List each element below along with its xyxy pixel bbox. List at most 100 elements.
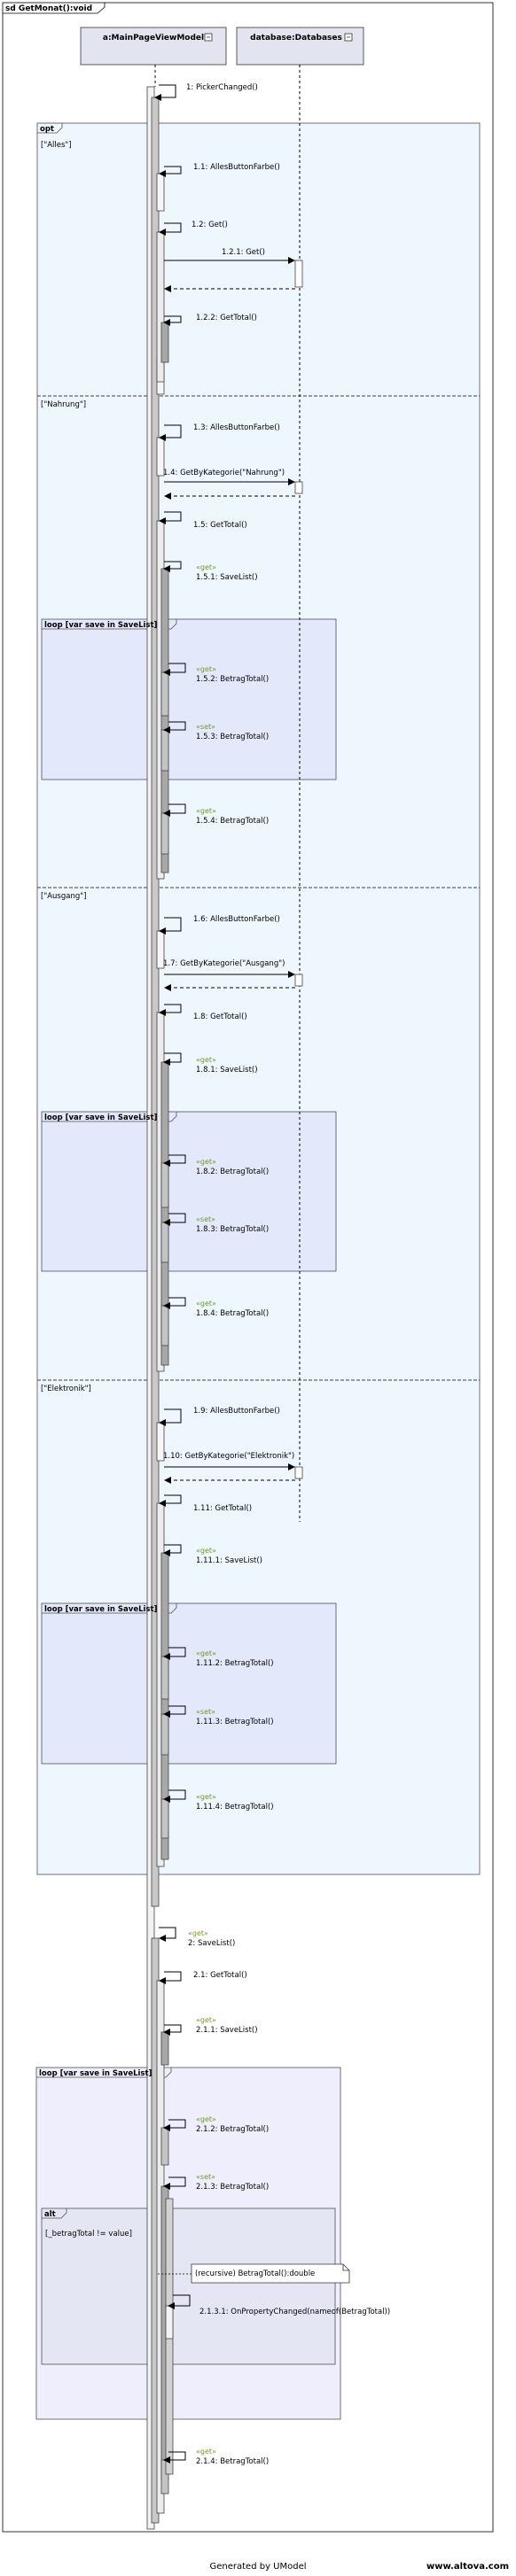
stereotype-get: «get» (196, 1793, 216, 1801)
message-17 (164, 1004, 182, 1013)
message-label: 1.8: GetTotal() (193, 1013, 247, 1021)
message-14-arrowhead (159, 927, 166, 935)
message-19 (168, 1154, 186, 1164)
stereotype-get: «get» (188, 1929, 208, 1937)
stereotype-get: «get» (196, 1056, 216, 1064)
stereotype-get: «get» (196, 563, 216, 571)
stereotype-set: «set» (196, 1708, 215, 1716)
message-13-arrowhead (163, 810, 170, 817)
activation-bar (165, 2305, 174, 2339)
message-25 (164, 1494, 182, 1504)
message-29-arrowhead (163, 1796, 170, 1803)
lifeline-name-mainpageviewmodel: a:MainPageViewModel (103, 34, 204, 43)
message-28 (168, 1705, 186, 1715)
message-33-arrowhead (163, 2124, 170, 2131)
message-18 (164, 1052, 182, 1063)
message-label: 1.10: GetByKategorie("Elektronik") (163, 1452, 294, 1461)
message-label: 1.11.3: BetragTotal() (196, 1718, 274, 1726)
activation-bar (160, 729, 169, 772)
message-22 (164, 1408, 182, 1424)
return-16-arrowhead (164, 984, 171, 991)
message-9 (164, 511, 182, 522)
message-5 (164, 315, 182, 323)
message-26 (164, 1544, 182, 1554)
message-13 (168, 803, 186, 814)
message-22-arrowhead (159, 1419, 166, 1426)
note-text: (recursive) BetragTotal():double (195, 2270, 315, 2278)
message-6 (164, 424, 182, 438)
message-label: 1.8.4: BetragTotal() (196, 1309, 269, 1318)
message-35 (173, 2294, 191, 2307)
message-20-arrowhead (163, 1219, 170, 1226)
message-label: 1.11.1: SaveList() (196, 1556, 262, 1565)
message-9-arrowhead (159, 517, 166, 524)
frame-title: sd GetMonat():void (5, 4, 92, 13)
message-30 (159, 1927, 176, 1939)
message-label: 1.7: GetByKategorie("Ausgang") (163, 959, 285, 968)
lifeline-head-databases (236, 27, 364, 66)
message-12 (168, 721, 186, 731)
message-label: 2: SaveList() (188, 1939, 235, 1948)
loop-fragment-1-tab (42, 619, 177, 630)
alt-fragment-label: alt (44, 2210, 56, 2219)
message-label: 1.3: AllesButtonFarbe() (193, 423, 280, 432)
activation-bar (160, 322, 169, 363)
frame-tab (3, 3, 106, 14)
return-4-arrowhead (164, 285, 171, 292)
message-1 (164, 166, 182, 175)
message-label: 1.2.1: Get() (222, 248, 265, 257)
loop-fragment-2-label: loop [var save in SaveList] (44, 1113, 158, 1122)
message-20 (168, 1213, 186, 1223)
note-box (191, 2263, 350, 2284)
stereotype-get: «get» (196, 1158, 216, 1166)
activation-bar (160, 671, 169, 717)
activation-bar-database (294, 974, 303, 987)
message-32-arrowhead (163, 2029, 170, 2036)
lifeline-head-mainpageviewmodel (80, 27, 227, 66)
message-34-arrowhead (163, 2183, 170, 2190)
message-label: 1.5.4: BetragTotal() (196, 817, 269, 826)
activation-bar (160, 1305, 169, 1346)
message-label: 1.8.3: BetragTotal() (196, 1225, 269, 1234)
message-6-arrowhead (159, 434, 166, 441)
activation-bar (160, 1798, 169, 1839)
message-label: 1.8.2: BetragTotal() (196, 1168, 269, 1176)
stereotype-get: «get» (196, 1300, 216, 1307)
activation-bar (160, 812, 169, 855)
stereotype-get: «get» (196, 807, 216, 815)
guard-elektronik: ["Elektronik"] (41, 1385, 91, 1393)
message-2 (164, 222, 182, 233)
message-label: 1.5.1: SaveList() (196, 573, 258, 582)
altova-site-label: www.altova.com (426, 2562, 509, 2572)
message-label: 1.5.2: BetragTotal() (196, 675, 269, 684)
activation-bar-database (294, 260, 303, 288)
message-34 (168, 2176, 186, 2187)
message-label: 2.1.3.1: OnPropertyChanged(nameof(Betrag… (199, 2308, 390, 2316)
message-7-arrowhead (288, 478, 295, 485)
message-27-arrowhead (163, 1653, 170, 1660)
opt-fragment-tab (37, 123, 63, 134)
message-10 (164, 561, 182, 570)
lifeline-name-databases: database:Databases (250, 34, 342, 43)
activation-bar (156, 173, 165, 212)
loop-fragment-4-tab (36, 2068, 172, 2078)
message-11 (168, 663, 186, 673)
loop-fragment-3-tab (42, 1603, 177, 1614)
loop-fragment-4-label: loop [var save in SaveList] (39, 2069, 152, 2078)
activation-bar (160, 1713, 169, 1756)
guard-betrag: [_betragTotal != value] (45, 2230, 132, 2238)
message-label: 2.1.4: BetragTotal() (196, 2457, 269, 2466)
message-label: 1.4: GetByKategorie("Nahrung") (163, 469, 285, 477)
activation-bar (160, 2127, 169, 2166)
message-29 (168, 1789, 186, 1800)
message-18-arrowhead (163, 1059, 170, 1066)
message-36-arrowhead (163, 2456, 170, 2463)
message-label: 1.1: AllesButtonFarbe() (193, 163, 280, 172)
activation-bar (160, 1162, 169, 1208)
message-label: 2.1: GetTotal() (193, 1971, 247, 1980)
guard-nahrung: ["Nahrung"] (41, 400, 86, 409)
message-label: 1.11: GetTotal() (193, 1504, 252, 1513)
loop-fragment-1-label: loop [var save in SaveList] (44, 621, 158, 630)
message-label: 1.11.4: BetragTotal() (196, 1803, 274, 1812)
